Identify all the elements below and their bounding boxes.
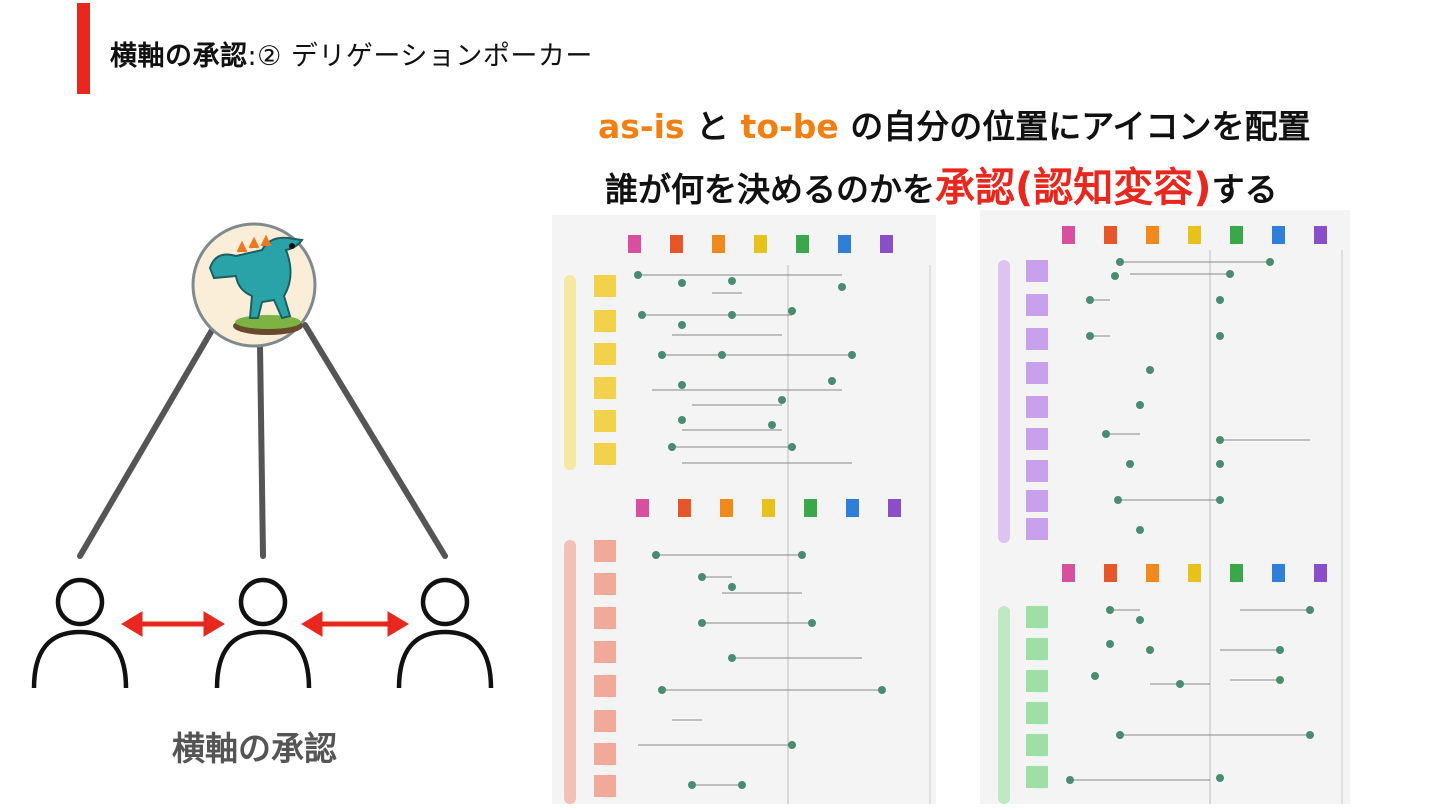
person-icon xyxy=(217,580,309,688)
connector-line-left xyxy=(80,325,215,556)
person-icon xyxy=(34,580,126,688)
to-be-term: to-be xyxy=(741,107,839,146)
line2-post: する xyxy=(1212,170,1278,209)
double-arrow-icon xyxy=(302,612,408,636)
connector-line-center xyxy=(260,345,263,556)
as-is-term: as-is xyxy=(598,107,685,146)
connector-line-right xyxy=(305,325,445,556)
and-text: と xyxy=(685,107,741,146)
line2-pre: 誰が何を決めるのかを xyxy=(605,170,935,209)
line1-rest: の自分の位置にアイコンを配置 xyxy=(839,107,1311,146)
approval-diagram xyxy=(0,0,560,810)
poker-board-1 xyxy=(552,215,936,804)
figure-caption: 横軸の承認 xyxy=(172,722,337,770)
headline-line-1: as-is と to-be の自分の位置にアイコンを配置 xyxy=(598,100,1440,148)
dinosaur-icon xyxy=(193,224,315,346)
poker-board-2 xyxy=(980,210,1350,804)
board-1-canvas xyxy=(552,215,936,804)
line2-emphasis: 承認(認知変容) xyxy=(935,165,1212,211)
headline-line-2: 誰が何を決めるのかを承認(認知変容)する xyxy=(605,155,1440,213)
double-arrow-icon xyxy=(122,612,224,636)
person-icon xyxy=(399,580,491,688)
board-2-canvas xyxy=(980,210,1350,804)
